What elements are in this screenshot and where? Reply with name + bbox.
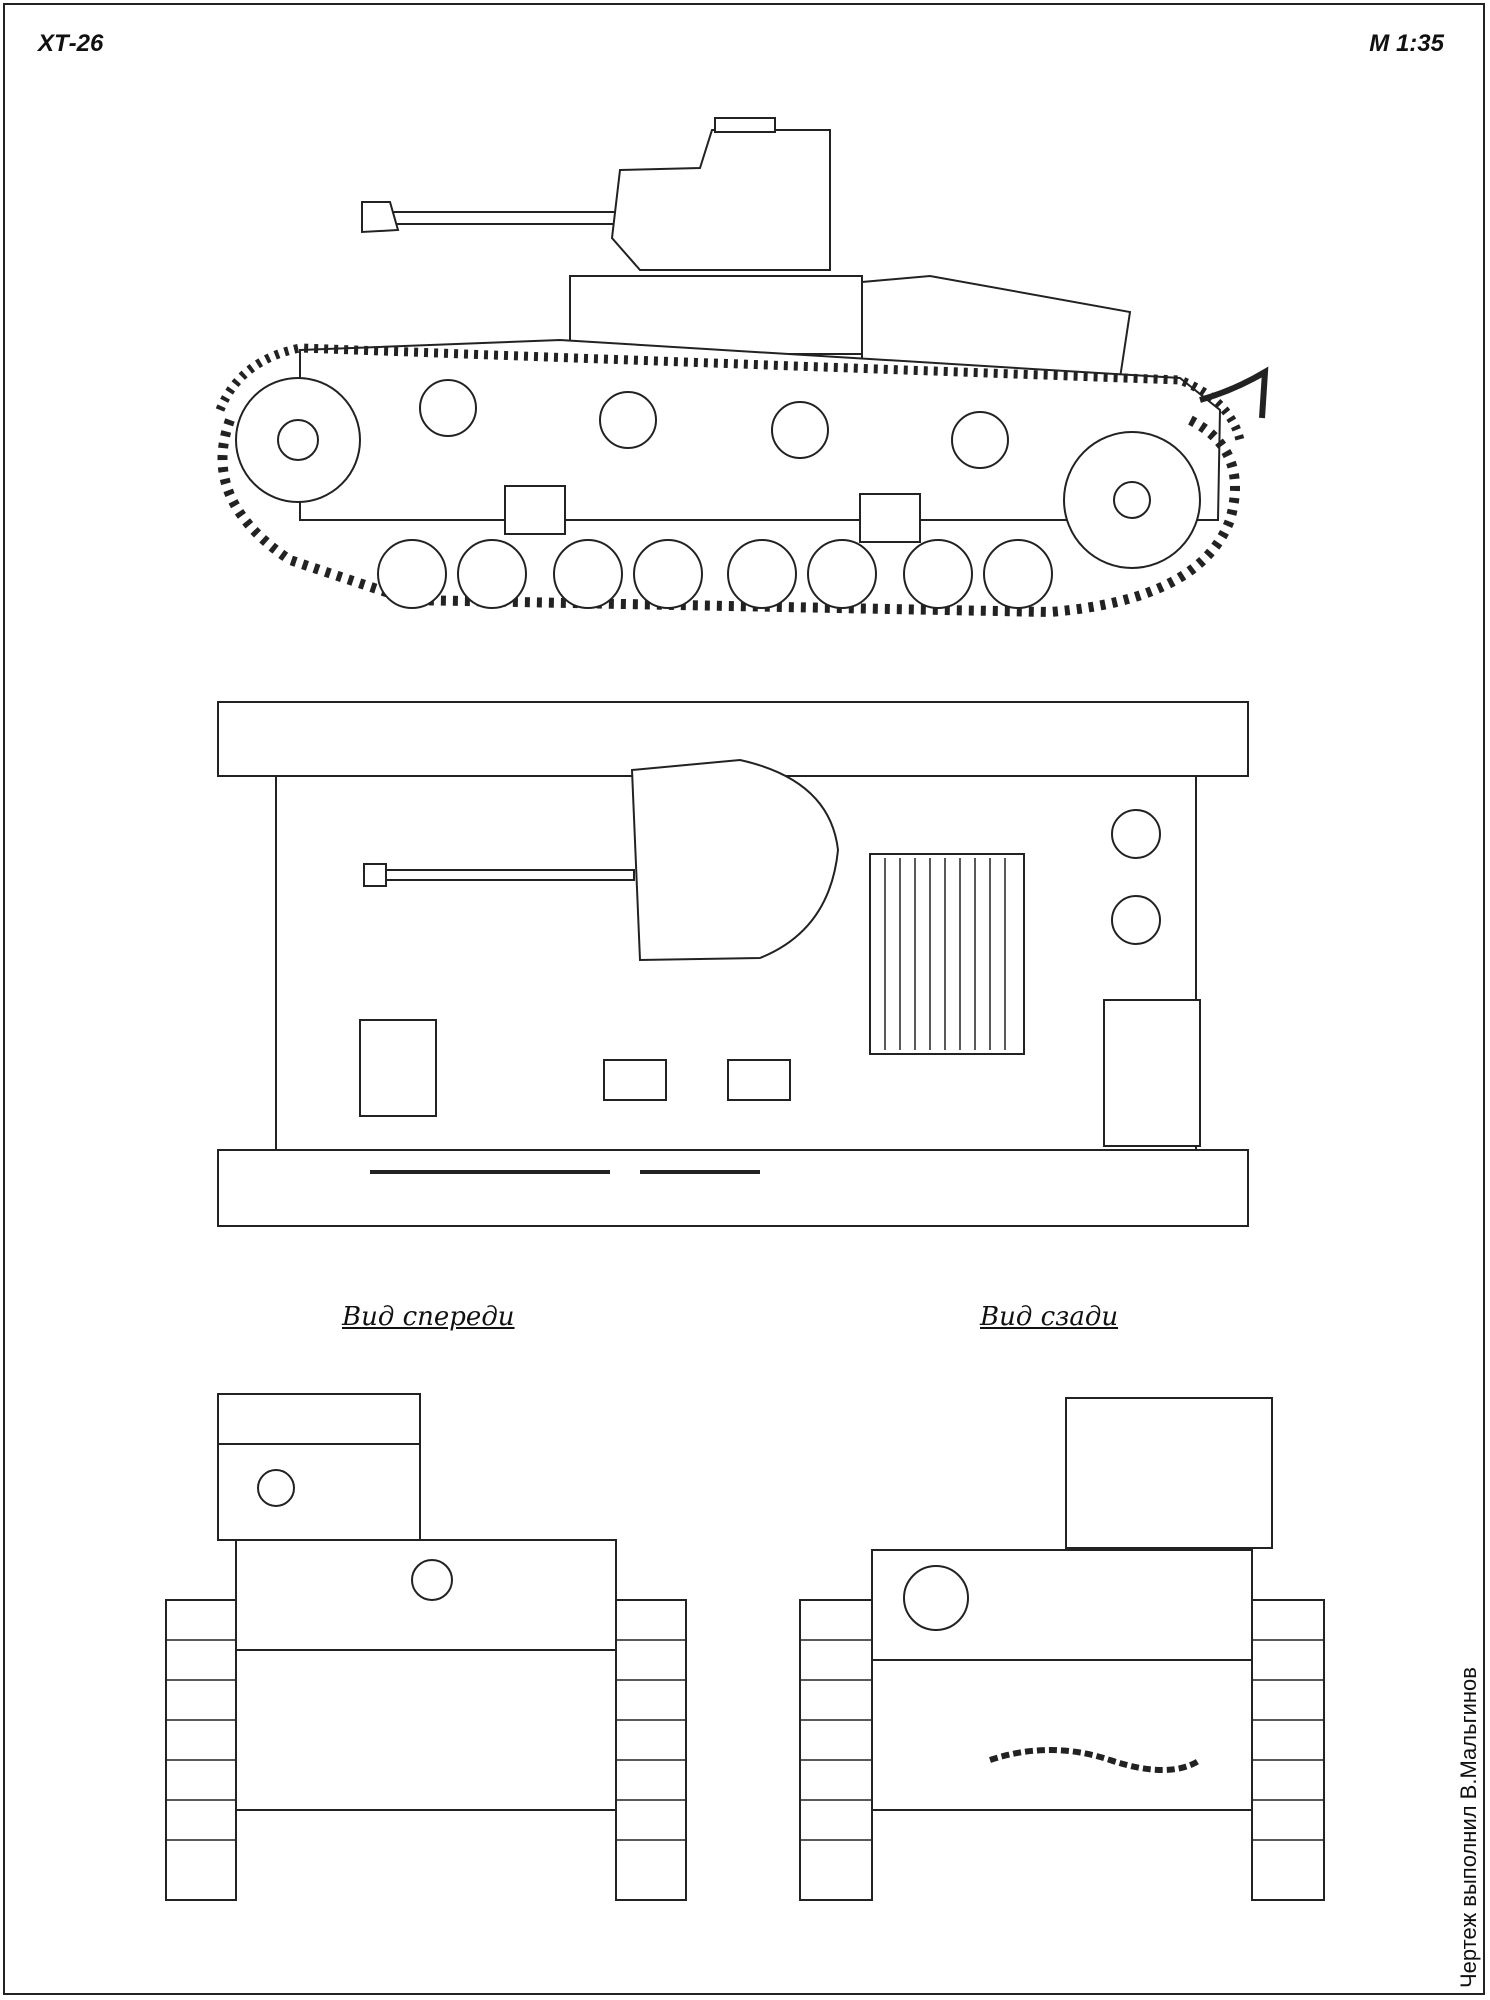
road-wheel	[808, 540, 876, 608]
left-track-rear	[800, 1600, 872, 1900]
front-view-label: Вид спереди	[342, 1302, 515, 1332]
track-upper	[220, 348, 1240, 440]
road-wheel	[728, 540, 796, 608]
exhaust-pipe	[1200, 372, 1265, 418]
deck-hatch-left	[604, 1060, 666, 1100]
road-wheel	[904, 540, 972, 608]
drafter-credit: Чертеж выполнил В.Мальгинов	[1456, 1667, 1481, 1988]
driver-hatch	[360, 1020, 436, 1116]
rear-cover	[1112, 810, 1160, 858]
return-roller	[952, 412, 1008, 468]
turret	[612, 130, 830, 270]
left-track-front	[166, 1600, 236, 1900]
deck-hatch-right	[728, 1060, 790, 1100]
muzzle-brake	[362, 202, 398, 232]
bogie	[860, 494, 920, 542]
front-hull-lower	[236, 1650, 616, 1810]
rear-view-label: Вид сзади	[980, 1302, 1119, 1332]
right-track-front	[616, 1600, 686, 1900]
headlight	[412, 1560, 452, 1600]
road-wheel	[634, 540, 702, 608]
rear-cover	[1112, 896, 1160, 944]
muzzle-top	[364, 864, 386, 886]
rear-hull-lower	[872, 1660, 1252, 1810]
road-wheel	[378, 540, 446, 608]
tow-chain	[990, 1750, 1200, 1770]
engine-grille	[870, 854, 1024, 1054]
drawing-frame	[3, 3, 1485, 1995]
rear-turret	[1066, 1398, 1272, 1548]
return-roller	[600, 392, 656, 448]
hull-side	[300, 340, 1220, 520]
right-fender	[218, 1150, 1248, 1226]
road-wheel	[984, 540, 1052, 608]
bogie	[505, 486, 565, 534]
engine-deck	[862, 276, 1130, 378]
road-wheel	[554, 540, 622, 608]
rear-box	[1104, 1000, 1200, 1146]
turret-hatch	[715, 118, 775, 132]
scale-label: M 1:35	[1369, 30, 1444, 57]
turret-top	[632, 760, 838, 960]
gun-mantlet	[258, 1470, 294, 1506]
rear-drum	[904, 1566, 968, 1630]
return-roller	[420, 380, 476, 436]
front-turret-roof	[218, 1394, 420, 1444]
grille-slats	[885, 858, 1005, 1050]
drawing-title: ХТ-26	[38, 30, 104, 57]
return-roller	[772, 402, 828, 458]
road-wheel	[458, 540, 526, 608]
right-track-rear	[1252, 1600, 1324, 1900]
